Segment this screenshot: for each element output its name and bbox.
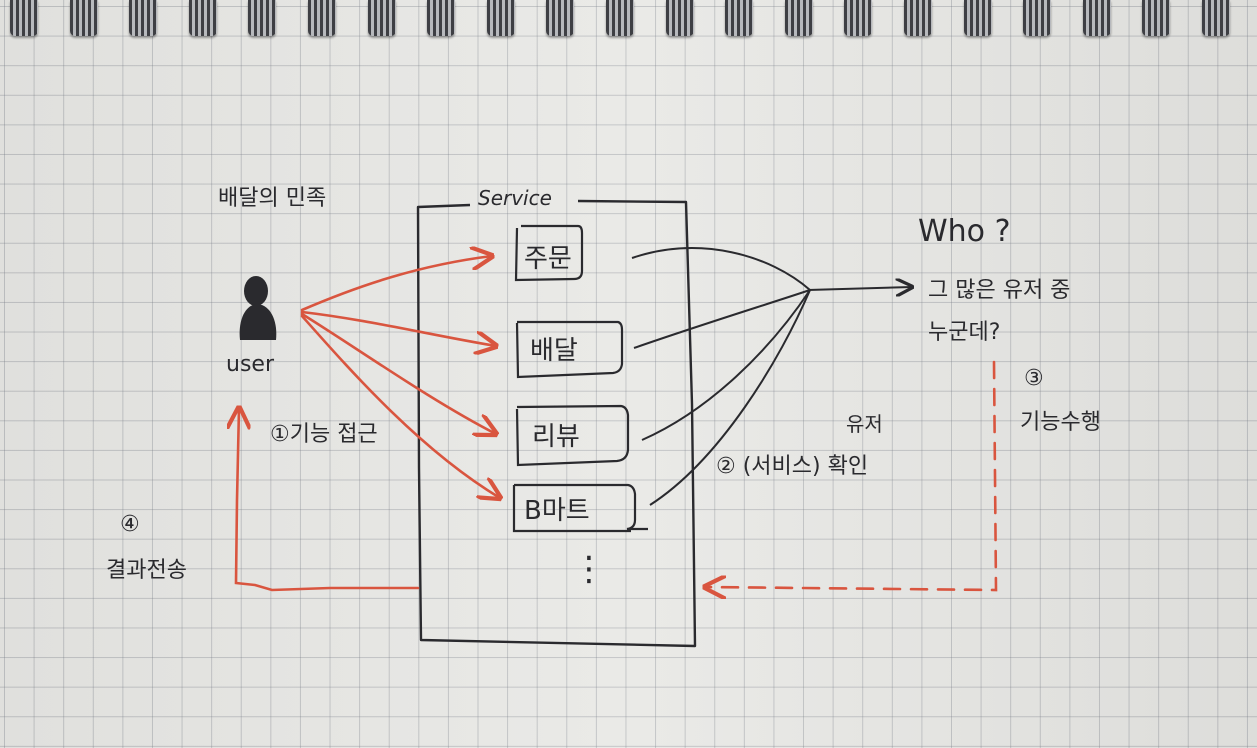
spiral-ring: [427, 0, 456, 36]
spiral-ring: [904, 0, 932, 36]
spiral-ring: [10, 0, 38, 36]
step-3-label: 기능수행: [1020, 410, 1101, 435]
spiral-ring: [188, 0, 217, 36]
step-1-label: ①기능 접근: [270, 422, 378, 447]
step-4-label: 결과전송: [106, 558, 187, 583]
question-line2: 누군데?: [928, 320, 1001, 345]
feature-label: B마트: [524, 496, 590, 526]
step-2-label: ② (서비스) 확인: [716, 454, 869, 479]
spiral-ring: [129, 0, 158, 36]
spiral-ring: [308, 0, 336, 36]
feature-box-bmart: [512, 483, 648, 533]
spiral-ring: [1142, 0, 1171, 36]
result-arrow: [236, 408, 420, 592]
spiral-ring: [1082, 0, 1111, 36]
feature-label: 주문: [524, 244, 572, 274]
spiral-ring: [1023, 0, 1052, 36]
spiral-ring: [963, 0, 992, 36]
spiral-ring: [725, 0, 754, 36]
step-4-number: ④: [120, 512, 140, 537]
spiral-binding: [0, 0, 1257, 42]
confirm-lines: [631, 247, 912, 506]
feature-box-delivery: [515, 320, 624, 379]
spiral-ring: [784, 0, 813, 36]
spiral-ring: [248, 0, 277, 36]
spiral-ring: [69, 0, 98, 36]
perform-dashed-arrow: [705, 360, 998, 590]
step-2-top-label: 유저: [846, 412, 883, 436]
step-3-number: ③: [1024, 366, 1044, 391]
spiral-ring: [367, 0, 396, 36]
feature-box-review: [515, 404, 630, 467]
diagram-title: 배달의 민족: [218, 186, 327, 211]
feature-label: 배달: [530, 336, 578, 366]
spiral-ring: [844, 0, 873, 36]
spiral-ring: [546, 0, 575, 36]
question-line1: 그 많은 유저 중: [928, 278, 1071, 303]
service-label: Service: [478, 186, 552, 210]
user-icon: [239, 276, 277, 340]
spiral-ring: [665, 0, 694, 36]
access-arrows: [300, 256, 500, 498]
spiral-ring: [1202, 0, 1230, 36]
spiral-ring: [486, 0, 515, 36]
user-label: user: [226, 352, 274, 377]
service-box: [416, 199, 697, 648]
question-who: Who ?: [918, 214, 1011, 249]
more-features: ⋮: [572, 549, 606, 589]
feature-box-order: [514, 224, 584, 282]
feature-label: 리뷰: [532, 422, 580, 452]
spiral-ring: [606, 0, 634, 36]
